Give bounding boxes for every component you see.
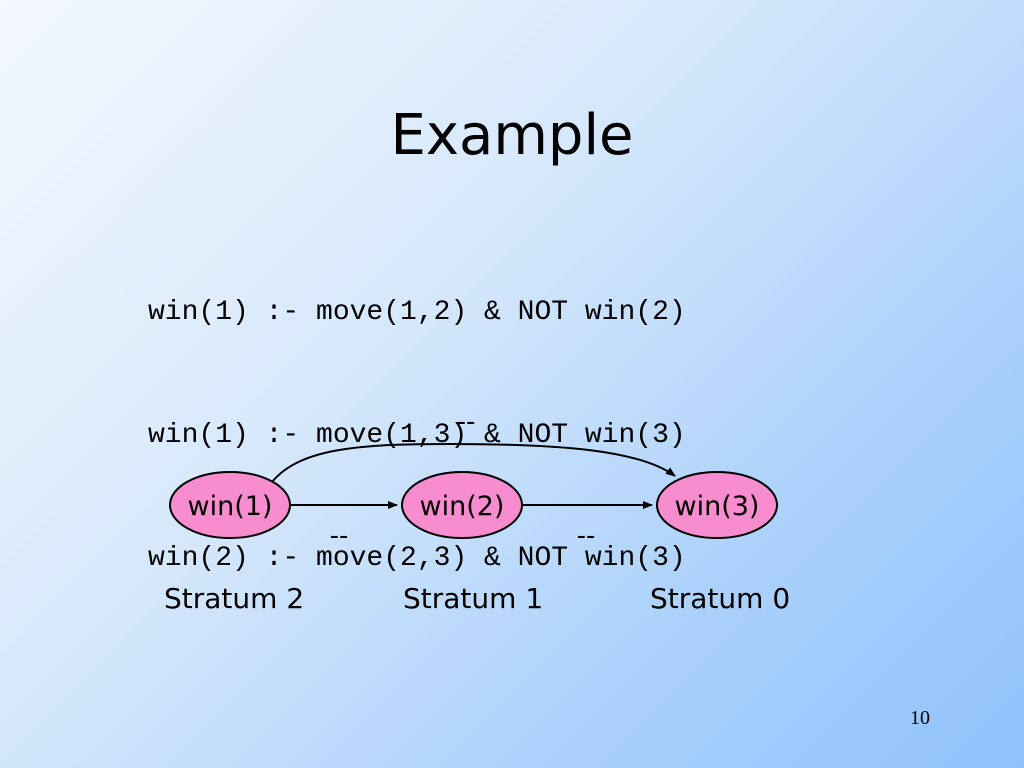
rule-line-3: win(2) :- move(2,3) & NOT win(3) (148, 543, 686, 574)
rule-line-2: win(1) :- move(1,3) & NOT win(3) (148, 420, 686, 451)
node-win2-label: win(2) (420, 491, 505, 522)
node-win3-label: win(3) (675, 491, 760, 522)
edge-win1-to-win3 (271, 442, 676, 483)
rule-line-1: win(1) :- move(1,2) & NOT win(2) (148, 297, 686, 328)
node-win1 (169, 471, 291, 539)
slide-title: Example (390, 103, 634, 168)
stratum-2-label: Stratum 2 (164, 582, 305, 615)
rules-code-block: win(1) :- move(1,2) & NOT win(2) win(1) … (148, 210, 686, 620)
stratum-1-label: Stratum 1 (403, 582, 544, 615)
page-number: 10 (910, 707, 930, 729)
node-win1-label: win(1) (188, 491, 273, 522)
edge-win1-win3-label: -- (457, 407, 476, 437)
stratum-0-label: Stratum 0 (650, 582, 791, 615)
edge-win1-win2-label: -- (330, 521, 349, 551)
node-win2 (401, 471, 523, 539)
edge-win2-win3-label: -- (577, 521, 596, 551)
node-win3 (656, 471, 778, 539)
